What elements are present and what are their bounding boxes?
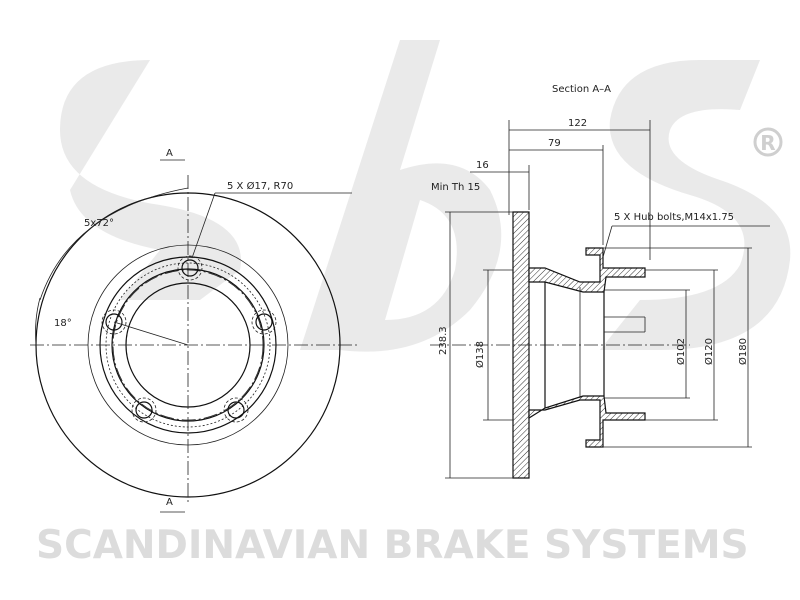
dim-d102: Ø102 — [675, 338, 687, 365]
section-view: Section A–A 122 79 16 Min Th 15 5 X Hub … — [430, 84, 770, 479]
bolt-angle-label: 5x72° — [84, 218, 114, 229]
front-view: A A 5 X Ø17, R70 5x72° 18° — [30, 148, 360, 513]
svg-text:R: R — [760, 131, 775, 155]
dim-d180: Ø180 — [737, 338, 749, 365]
section-marker-top: A — [166, 148, 173, 159]
angle-arc-72 — [39, 187, 189, 301]
dim-outer-diameter: 238.3 — [438, 326, 449, 355]
min-thickness-label: Min Th 15 — [431, 182, 480, 193]
hub-upper-section — [528, 247, 646, 293]
dim-hub-depth: 79 — [548, 138, 561, 149]
sbs-logo-watermark — [60, 40, 791, 352]
section-title: Section A–A — [552, 84, 611, 95]
dim-thickness: 16 — [476, 160, 489, 171]
bolt-holes — [101, 255, 277, 423]
bolt-holes-label: 5 X Ø17, R70 — [227, 180, 293, 192]
registered-mark: R — [753, 127, 783, 157]
angle-arc-18 — [35, 297, 41, 346]
hub-bolts-label: 5 X Hub bolts,M14x1.75 — [614, 212, 734, 223]
dim-d138: Ø138 — [474, 341, 486, 368]
offset-angle-label: 18° — [54, 318, 72, 329]
section-marker-bottom: A — [166, 497, 173, 508]
dim-overall-depth: 122 — [568, 118, 587, 129]
dim-d120: Ø120 — [703, 338, 715, 365]
hub-lower-section — [528, 395, 646, 448]
brand-text: SCANDINAVIAN BRAKE SYSTEMS — [36, 523, 749, 568]
